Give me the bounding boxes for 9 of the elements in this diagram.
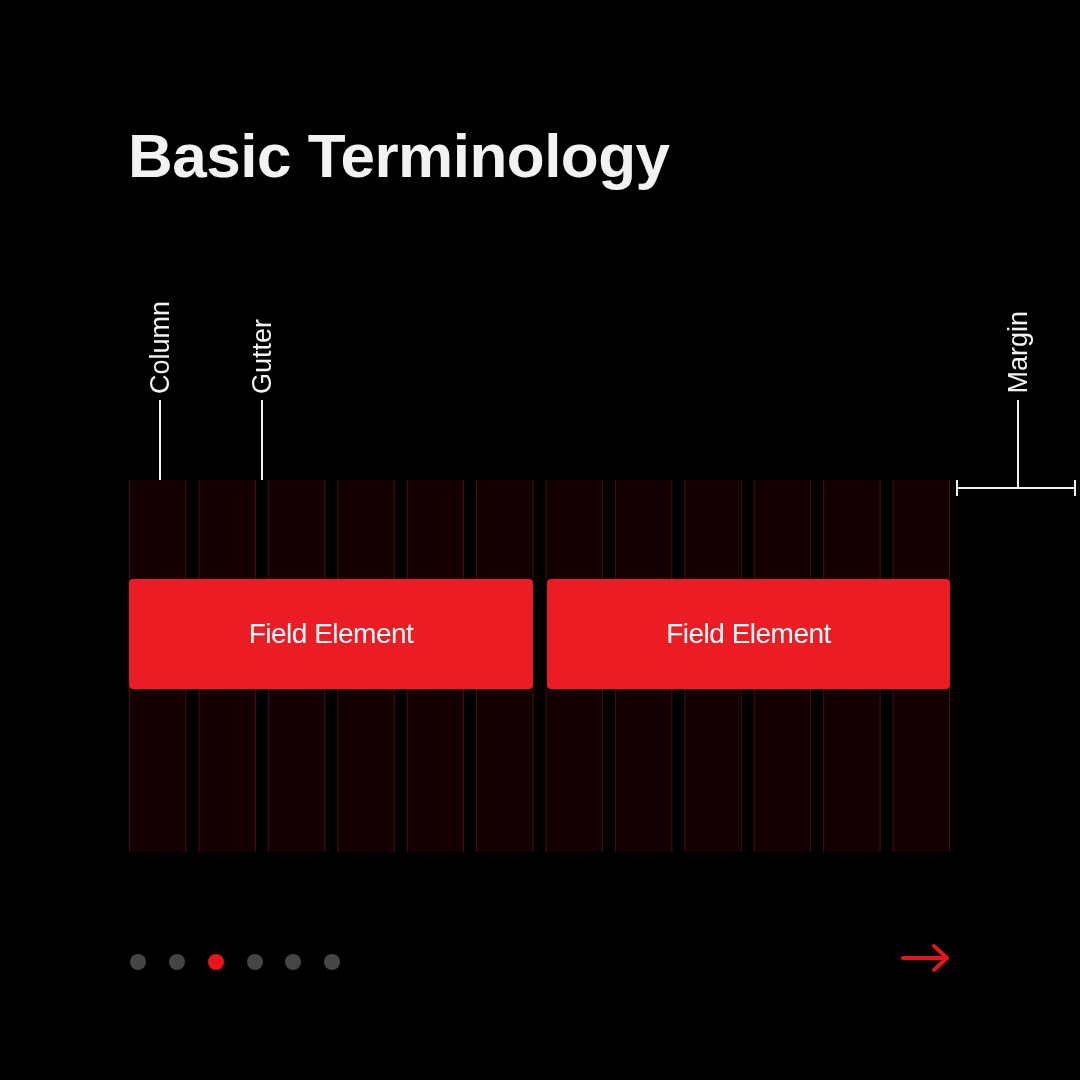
leader-line — [1017, 399, 1019, 488]
field-element-bar: Field Element — [129, 579, 533, 689]
field-element-bar: Field Element — [547, 579, 950, 689]
leader-line — [159, 399, 161, 481]
leader-label: Column — [146, 300, 174, 394]
leader-label: Margin — [1004, 311, 1032, 394]
leader-label: Gutter — [248, 318, 276, 394]
title: Basic Terminology — [128, 120, 670, 191]
leader-line — [261, 399, 263, 481]
